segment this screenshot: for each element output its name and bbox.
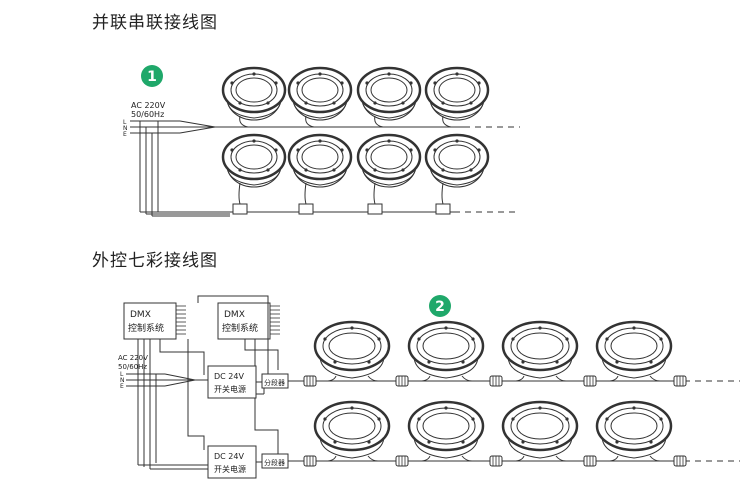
splitter-label: 分段器: [264, 378, 285, 387]
section2-title: 外控七彩接线图: [92, 251, 218, 271]
dmx-controller-1: DMX 控制系统: [123, 302, 186, 340]
freq-label-1: 50/60Hz: [131, 110, 164, 119]
wire-label-N-1: N: [123, 125, 128, 132]
lamp: [287, 133, 353, 189]
freq-label-2: 50/60Hz: [118, 363, 147, 371]
ac-label-2: AC 220V: [118, 354, 148, 362]
lamp: [595, 320, 673, 380]
power-input-wires-2: [126, 295, 279, 470]
power-supply-2: DC 24V 开关电源: [207, 445, 257, 479]
lamp: [356, 133, 422, 189]
connector: [673, 455, 687, 467]
junction-box: [435, 203, 451, 215]
wire-label-E-2: E: [120, 383, 124, 390]
badge-1-number: 1: [147, 69, 157, 85]
dmx-controller-2: DMX 控制系统: [217, 302, 280, 340]
splitter-1: 分段器: [261, 373, 289, 389]
splitter-2: 分段器: [261, 453, 289, 469]
lamp: [595, 400, 673, 460]
power-supply-1: DC 24V 开关电源: [207, 365, 257, 399]
ac-label-1: AC 220V: [131, 101, 166, 110]
connector: [489, 375, 503, 387]
junction-box: [232, 203, 248, 215]
badge-2: 2: [429, 295, 451, 317]
section1-title: 并联串联接线图: [92, 13, 218, 33]
lamp: [313, 320, 391, 380]
row3-lamps: [303, 320, 687, 387]
row1-lamps: [221, 66, 490, 128]
row4-lamps: [303, 400, 687, 467]
lamp: [221, 133, 287, 189]
lamp: [313, 400, 391, 460]
power-input-wires-1: [130, 120, 230, 217]
controller-label: 控制系统: [222, 322, 258, 334]
lamp: [501, 400, 579, 460]
connector: [673, 375, 687, 387]
lamp: [356, 66, 422, 122]
lamp: [221, 66, 287, 122]
controller-label: 控制系统: [128, 322, 164, 334]
psu-voltage: DC 24V: [214, 452, 244, 461]
wire-label-E-1: E: [123, 131, 127, 138]
junction-box: [367, 203, 383, 215]
connector: [489, 455, 503, 467]
connector: [303, 455, 317, 467]
connector: [303, 375, 317, 387]
lamp: [501, 320, 579, 380]
splitter-label: 分段器: [264, 458, 285, 467]
lamp: [424, 66, 490, 122]
psu-label: 开关电源: [214, 384, 246, 394]
connector: [583, 375, 597, 387]
wire-label-L-1: L: [123, 119, 127, 126]
lamp: [407, 400, 485, 460]
lamp: [424, 133, 490, 189]
badge-2-number: 2: [435, 299, 445, 315]
badge-1: 1: [141, 65, 163, 87]
connector: [395, 455, 409, 467]
connector: [395, 375, 409, 387]
connector: [583, 455, 597, 467]
lamp: [407, 320, 485, 380]
lamp: [287, 66, 353, 122]
dmx-label: DMX: [130, 310, 151, 320]
wire-label-L-2: L: [120, 371, 124, 378]
wire-label-N-2: N: [120, 377, 125, 384]
psu-voltage: DC 24V: [214, 372, 244, 381]
psu-label: 开关电源: [214, 464, 246, 474]
junction-box: [298, 203, 314, 215]
row2-lamps: [221, 133, 490, 215]
dmx-label: DMX: [224, 310, 245, 320]
